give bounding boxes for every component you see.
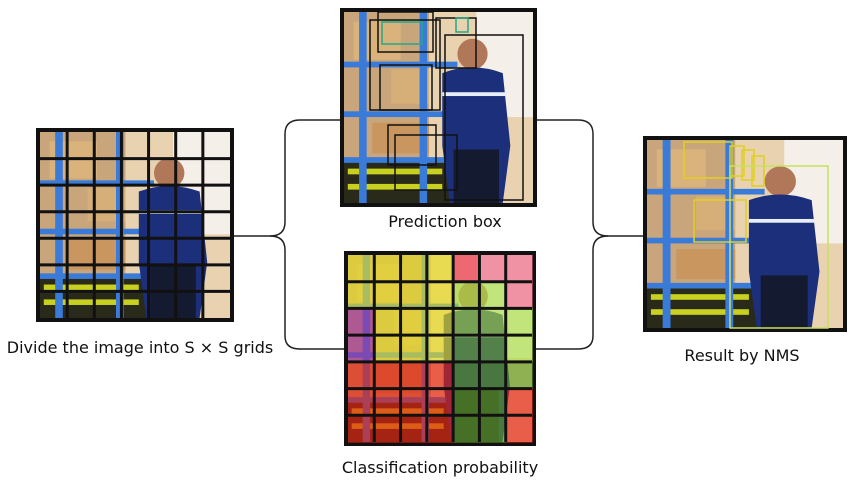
prediction-box-image — [340, 8, 537, 207]
left-bracket-connector — [232, 119, 346, 350]
right-bracket-connector — [534, 119, 645, 350]
grid-lines — [40, 132, 230, 318]
prediction-box-label: Prediction box — [388, 212, 502, 231]
classification-probability-image — [344, 251, 536, 446]
prediction-boxes — [369, 11, 524, 201]
class-grid-lines — [348, 255, 532, 442]
classification-probability-label: Classification probability — [341, 458, 539, 477]
grid-label: Divide the image into S × S grids — [6, 338, 274, 357]
nms-result-image — [643, 136, 847, 332]
nms-boxes — [683, 141, 829, 329]
nms-result-label: Result by NMS — [684, 346, 800, 365]
grid-image — [36, 128, 234, 322]
